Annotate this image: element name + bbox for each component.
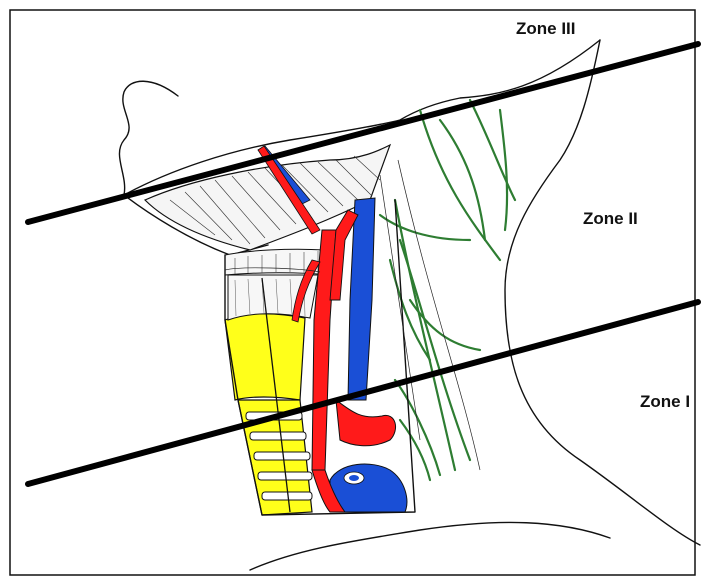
zone-ii-label: Zone II (583, 209, 638, 228)
zone-iii-label: Zone III (516, 19, 576, 38)
internal-jugular-vein (348, 198, 375, 400)
aortic-arch (336, 400, 396, 446)
jaw-outline (119, 81, 178, 195)
subclavian-vein (330, 464, 407, 512)
zone-i-label: Zone I (640, 392, 690, 411)
shoulder-outline (250, 522, 610, 570)
thyroid-cartilage (225, 314, 305, 400)
posterior-neck-outline (505, 40, 700, 545)
